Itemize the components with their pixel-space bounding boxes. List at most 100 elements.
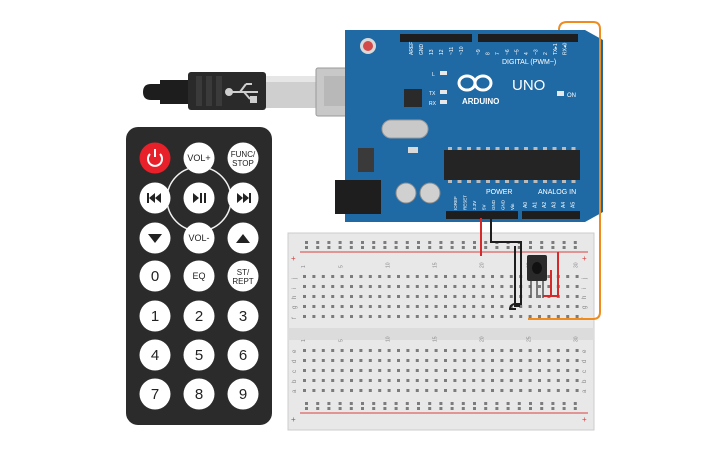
black-gnd-wire [490,218,522,310]
power-pin-label: Vin [510,203,515,210]
row-letter: j [292,278,298,280]
analog-pin-label: A1 [533,202,539,208]
column-number: 1 [301,339,307,342]
top-pin-label: ~9 [476,49,482,55]
remote-button-vol-up[interactable]: VOL+ [183,142,215,174]
remote-button-st-rept[interactable]: ST/REPT [227,260,259,292]
row-letter: b [582,379,588,383]
analog-header-block [522,211,580,219]
orange-signal-wire [528,21,601,320]
remote-button-vol-down[interactable]: VOL- [183,222,215,254]
remote-button-power[interactable] [139,142,171,174]
column-number: 20 [480,336,486,342]
top-pin-label: ~6 [505,49,511,55]
row-letter: c [582,370,588,373]
remote-button-label: 8 [195,386,203,403]
remote-button-down[interactable] [139,222,171,254]
header-block-right [478,34,578,42]
remote-button-label: VOL+ [187,153,210,163]
column-number: 20 [480,262,486,268]
remote-button-label-2: REPT [232,277,253,286]
row-letter: i [292,288,298,289]
column-number: 15 [433,336,439,342]
power-pin-label: 3.3V [472,201,477,210]
top-pin-label: AREF [409,42,415,55]
analog-pin-label: A3 [552,202,558,208]
remote-button-label: 4 [151,347,159,364]
top-pin-label: RX◂0 [562,43,568,55]
remote-button-label: 0 [151,268,159,285]
row-letter: c [292,370,298,373]
row-letter: b [292,379,298,383]
usb-chip [404,89,422,107]
remote-button-next[interactable] [227,182,259,214]
center-channel [288,328,594,340]
column-number: 30 [574,336,580,342]
remote-button-6[interactable]: 6 [227,339,259,371]
row-letter: i [582,288,588,289]
triangle-down-icon [148,234,162,243]
on-led [557,91,564,96]
remote-button-func-stop[interactable]: FUNC/STOP [227,142,259,174]
top-pin-label: 12 [439,49,445,55]
skip-back-icon [147,193,161,203]
power-header-label: POWER [486,189,512,196]
remote-button-4[interactable]: 4 [139,339,171,371]
remote-button-prev[interactable] [139,182,171,214]
rail-plus-left: + [291,254,296,263]
power-pin-label: IOREF [453,196,458,210]
remote-button-5[interactable]: 5 [183,339,215,371]
remote-button-label: 2 [195,308,203,325]
column-number: 25 [527,336,533,342]
remote-button-label: 3 [239,308,247,325]
atmega-chip [444,150,580,180]
remote-button-1[interactable]: 1 [139,300,171,332]
status-leds: L TX RX [429,71,447,107]
remote-button-label: FUNC/ [231,150,256,159]
svg-text:L: L [432,72,435,78]
column-number: 30 [574,262,580,268]
svg-text:TX: TX [429,91,436,97]
column-number: 5 [339,339,345,342]
remote-button-label: VOL- [188,233,209,243]
ir-remote: VOL+ FUNC/STOP VOL- 0 EQ ST/REPT 1 2 3 4 5 6 7 8 9 [126,127,272,425]
remote-button-play-pause[interactable] [183,182,215,214]
remote-button-label: 1 [151,308,159,325]
model-label: UNO [512,77,545,94]
top-pin-label: TX▸1 [553,43,559,55]
top-pin-label: ~10 [459,46,465,55]
remote-button-3[interactable]: 3 [227,300,259,332]
remote-button-label: 7 [151,386,159,403]
rail-plus-left-bottom: + [291,415,296,424]
remote-button-9[interactable]: 9 [227,378,259,410]
row-letter: f [292,317,298,319]
top-pin-label: 8 [486,52,492,55]
row-letter: a [292,389,298,393]
power-pin-label: RESET [463,195,468,210]
remote-button-0[interactable]: 0 [139,260,171,292]
analog-pin-label: A4 [561,202,567,208]
row-letter: h [582,296,588,299]
power-jack [335,180,381,214]
remote-button-8[interactable]: 8 [183,378,215,410]
remote-button-label: ST/ [237,268,250,277]
top-pin-label: GND [419,44,425,56]
remote-button-7[interactable]: 7 [139,378,171,410]
remote-button-2[interactable]: 2 [183,300,215,332]
analog-header-label: ANALOG IN [538,189,576,196]
top-pin-label: 2 [543,52,549,55]
top-pin-label: 13 [429,49,435,55]
play-pause-icon [193,193,206,203]
skip-forward-icon [237,193,251,203]
rail-plus-right-bottom: + [582,415,587,424]
remote-button-label: 5 [195,347,203,364]
column-number: 10 [386,262,392,268]
remote-button-eq[interactable]: EQ [183,260,215,292]
remote-button-up[interactable] [227,222,259,254]
top-pin-label: 7 [495,52,501,55]
capacitor-1 [395,182,417,204]
power-pin-label: 5V [482,204,487,210]
remote-button-label: 6 [239,347,247,364]
analog-pin-label: A2 [542,202,548,208]
